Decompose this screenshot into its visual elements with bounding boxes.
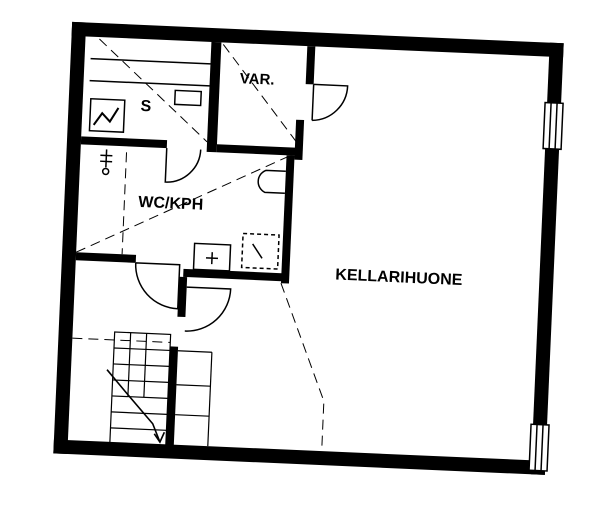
toilet-icon [257,169,286,195]
stair-door-swing [184,286,232,332]
sauna-label: S [140,98,152,115]
window-upper [542,101,564,151]
storage-door-swing [312,83,349,122]
floor-drain-icon [105,149,108,168]
storage-label: VAR. [239,70,274,88]
outer-walls [53,21,564,475]
sink-icon [192,242,232,272]
door-swings [134,83,349,332]
sauna-fixtures [88,57,211,133]
basement-room-label: KELLARIHUONE [335,267,463,290]
staircase [106,331,213,447]
sauna-door-swing [164,148,202,183]
interior-walls [75,41,316,447]
wc-fixtures [100,149,286,272]
wc-door-swing [134,262,181,310]
dashed-lines [72,38,325,454]
wc-bathroom-label: WC/KPH [138,194,204,214]
sauna-bench-icon [173,89,203,107]
window-lower [528,423,550,472]
shower-icon [240,232,280,270]
sauna-stove-icon [88,97,126,133]
windows [528,101,564,472]
